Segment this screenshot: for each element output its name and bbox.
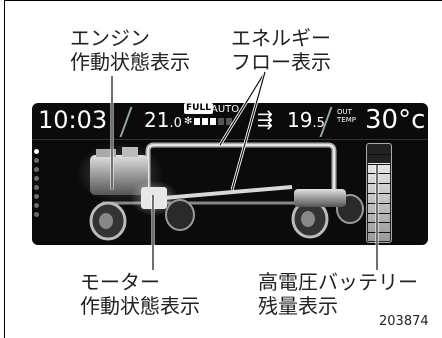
battery-segment-line <box>367 183 391 185</box>
fan-icon: ✻ <box>184 116 193 127</box>
engine-part <box>96 149 116 157</box>
mode-indicator <box>34 149 39 221</box>
mode-dot <box>34 185 39 190</box>
figure-id: 203874 <box>379 314 429 329</box>
callout-energy-flow: エネルギーフロー表示 <box>231 26 331 74</box>
callout-battery-level: 高電圧バッテリー残量表示 <box>258 270 418 318</box>
battery-segment-line <box>367 173 391 175</box>
battery-segment-line <box>367 193 391 194</box>
outside-temperature: 30°c <box>365 105 426 135</box>
wheel-hub <box>301 211 315 227</box>
mode-dot <box>34 203 39 208</box>
battery-gauge <box>366 143 392 243</box>
battery-segment-line <box>367 163 391 165</box>
clock-time: 10:03 <box>38 106 108 134</box>
battery-segment-line <box>367 222 391 224</box>
fan-speed-bar <box>210 118 217 125</box>
battery-segment-line <box>367 232 391 234</box>
battery-segment-line <box>367 153 391 155</box>
rear-axle <box>294 189 346 207</box>
frame-border-left <box>4 0 5 338</box>
fan-speed-bar <box>194 118 201 125</box>
mode-dot <box>34 176 39 181</box>
wheel-hub <box>99 213 113 229</box>
vehicle-graphic <box>76 142 364 241</box>
motor-unit <box>141 187 167 209</box>
front-right-wheel <box>165 199 195 231</box>
battery-level-fill <box>368 162 390 241</box>
fan-speed-bar <box>202 118 209 125</box>
mode-dot <box>34 212 39 217</box>
fan-full-badge: FULL <box>184 103 213 114</box>
battery-segment-line <box>367 202 391 204</box>
callout-motor-status: モーター作動状態表示 <box>80 270 200 318</box>
callout-engine-status: エンジン作動状態表示 <box>70 26 190 74</box>
engine-block <box>90 155 148 195</box>
engine-part <box>122 147 138 157</box>
mode-dot <box>34 158 39 163</box>
mode-dot <box>34 149 39 154</box>
battery-segment-line <box>367 212 391 214</box>
driver-temperature: 21.0 <box>144 108 182 132</box>
mode-dot <box>34 167 39 172</box>
frame-border-top <box>4 0 442 1</box>
mode-dot <box>34 194 39 199</box>
